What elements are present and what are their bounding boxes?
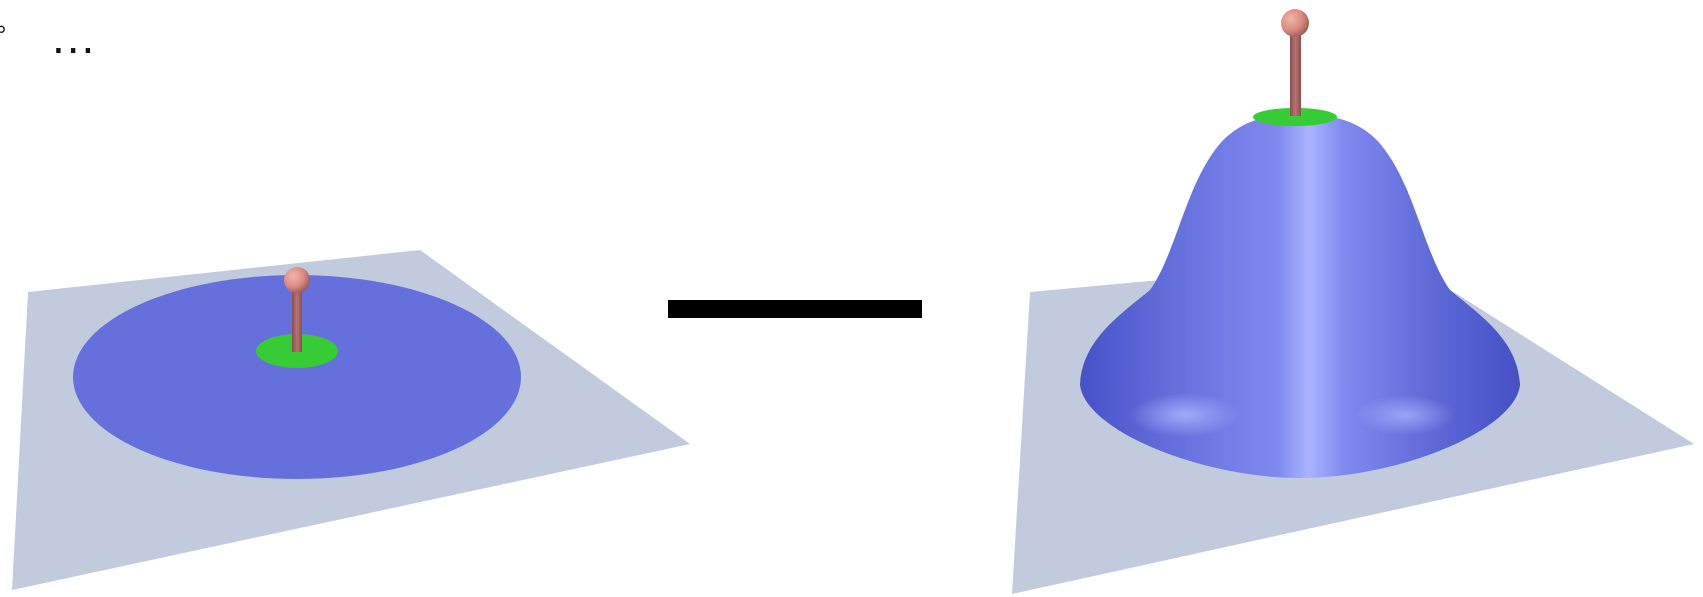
- right-pin-head: [1281, 9, 1309, 37]
- minus-sign: [668, 300, 922, 318]
- right-panel: [1012, 9, 1694, 594]
- right-bump-glow-left: [1130, 393, 1240, 437]
- left-pin-stem: [292, 286, 302, 352]
- left-pin-head: [284, 267, 310, 293]
- right-bump-glow-right: [1355, 395, 1455, 435]
- left-panel: [12, 250, 690, 590]
- right-pin-stem: [1290, 34, 1301, 116]
